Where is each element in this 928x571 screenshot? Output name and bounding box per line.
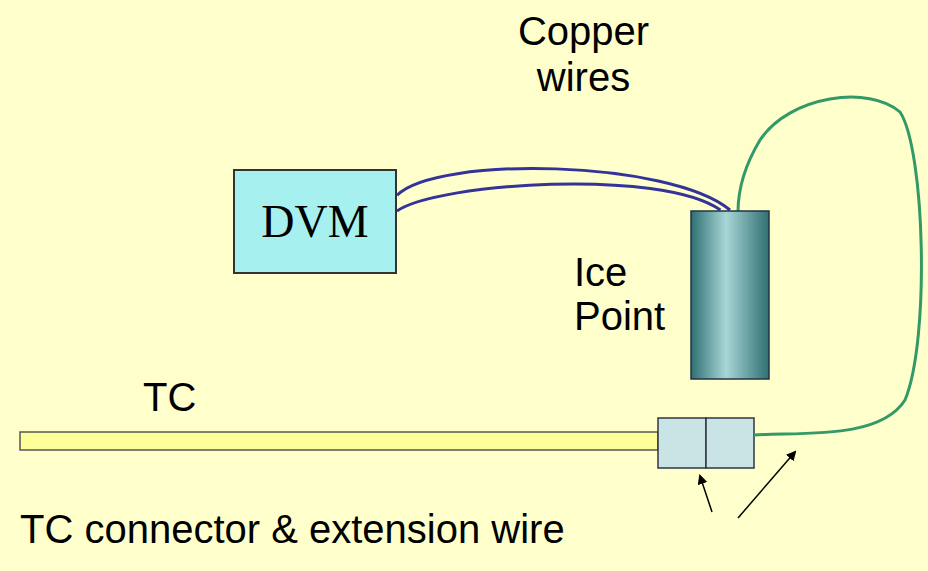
node-label: DVM: [261, 195, 368, 248]
probe-label: TC: [143, 374, 196, 420]
leader-arrow: [700, 476, 712, 512]
copper-wire: [397, 168, 730, 210]
thermocouple-probe: [20, 432, 658, 450]
leader-arrow: [738, 452, 795, 518]
ice-point-cylinder: Ice Point: [690, 210, 770, 380]
copper-wire: [397, 184, 720, 211]
node-label: Ice Point: [574, 250, 684, 338]
tc-connector: [658, 418, 706, 468]
edge-label: Copper wires: [509, 8, 659, 100]
extension-plug: [706, 418, 754, 468]
cylinder-shape: [690, 210, 770, 380]
callout-text: TC connector & extension wire: [20, 506, 565, 552]
dvm-box: DVM: [233, 169, 397, 274]
